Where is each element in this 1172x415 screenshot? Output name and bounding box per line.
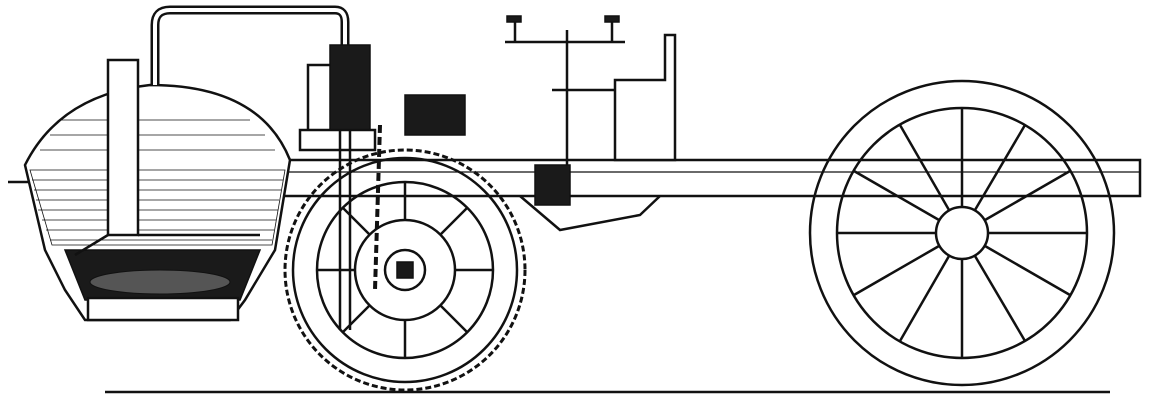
chassis-frame xyxy=(8,158,1142,232)
rear-wheel xyxy=(808,79,1116,387)
steering-column xyxy=(505,15,625,165)
boiler xyxy=(23,58,292,322)
front-drive-wheel xyxy=(283,124,527,392)
driver-seat xyxy=(613,33,677,162)
